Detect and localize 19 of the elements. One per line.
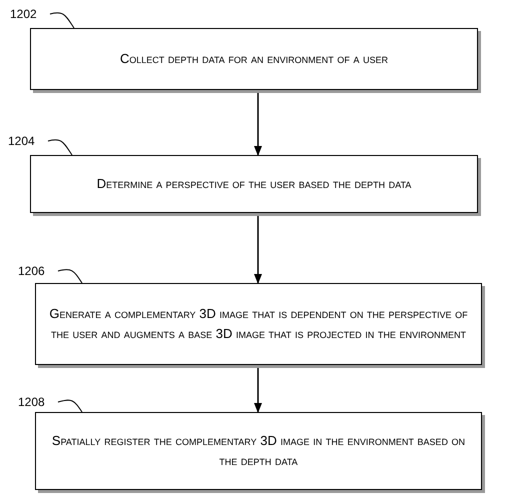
arrow — [254, 213, 262, 284]
arrow — [254, 365, 262, 413]
process-box — [30, 28, 478, 90]
arrow — [254, 90, 262, 156]
step-text: Collect depth data for an environment of a user — [120, 50, 388, 68]
leader-line — [58, 269, 82, 284]
process-box — [35, 283, 482, 365]
leader-line — [48, 139, 72, 156]
callout-number: 1204 — [8, 132, 46, 150]
step-text: Spatially register the complementary 3D image in the environment based on the depth data — [50, 432, 466, 470]
step-text: Generate a complementary 3D image that is dependent on the perspective of the user and augments a base 3D image that is projected in the environment — [48, 305, 469, 343]
step-text: Determine a perspective of the user based the depth data — [96, 175, 412, 193]
callout-number: 1202 — [10, 5, 48, 23]
process-box — [35, 412, 482, 490]
callout-number: 1208 — [18, 393, 56, 411]
callout-number: 1206 — [18, 262, 56, 280]
process-box — [30, 155, 478, 213]
leader-line — [58, 400, 82, 412]
leader-line — [50, 12, 74, 28]
